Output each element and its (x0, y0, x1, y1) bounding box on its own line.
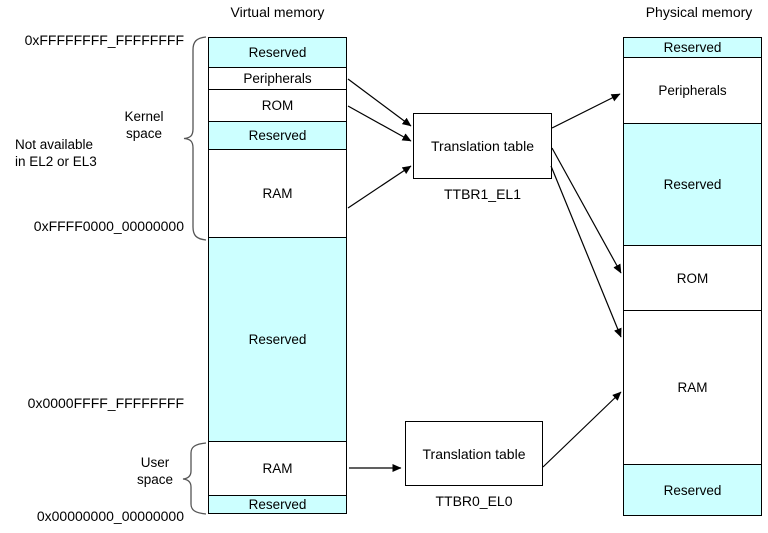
kernel-space-line1: Kernel (124, 109, 164, 124)
arrow-vm-rom-to-ttbr1 (347, 105, 412, 142)
arrow-ttbr1-to-pm-ram (550, 165, 622, 338)
arrow-vm-peripherals-to-ttbr1 (347, 78, 412, 127)
not-available-line1: Not available (15, 137, 94, 152)
arrow-ttbr1-to-pm-peripherals (551, 93, 621, 129)
address-kernel-bottom: 0xFFFF0000_00000000 (33, 218, 184, 234)
vm-section-rom: ROM (209, 90, 346, 122)
user-space-line1: User (140, 455, 170, 470)
vm-section-reserved-large: Reserved (209, 238, 346, 442)
user-space-brace (182, 442, 207, 515)
pm-section-reserved-bottom: Reserved (624, 465, 761, 515)
vm-section-kernel-ram: RAM (209, 150, 346, 238)
kernel-space-brace (183, 36, 207, 241)
address-bottom: 0x00000000_00000000 (36, 508, 184, 524)
address-top: 0xFFFFFFFF_FFFFFFFF (24, 32, 184, 48)
virtual-memory-column: Reserved Peripherals ROM Reserved RAM Re… (208, 37, 347, 514)
physical-memory-column: Reserved Peripherals Reserved ROM RAM Re… (623, 37, 762, 516)
vm-section-reserved-mid: Reserved (209, 122, 346, 150)
not-available-line2: in EL2 or EL3 (15, 154, 97, 169)
user-space-label: User space (125, 454, 185, 488)
arrow-ttbr0-to-pm-ram (542, 391, 622, 468)
pm-section-peripherals: Peripherals (624, 58, 761, 124)
ttbr0-translation-table-box: Translation table (405, 421, 543, 486)
pm-section-reserved-top: Reserved (624, 38, 761, 58)
kernel-space-label: Kernel space (113, 108, 175, 142)
vm-section-user-ram: RAM (209, 442, 346, 496)
ttbr1-register-label: TTBR1_EL1 (443, 186, 522, 202)
vm-section-reserved-bottom: Reserved (209, 496, 346, 513)
kernel-space-line2: space (125, 126, 163, 141)
address-user-top: 0x0000FFFF_FFFFFFFF (27, 395, 184, 411)
pm-section-ram: RAM (624, 311, 761, 465)
physical-memory-title: Physical memory (645, 4, 753, 20)
virtual-memory-title: Virtual memory (230, 4, 325, 20)
arrow-ttbr1-to-pm-rom (551, 147, 622, 274)
user-space-line2: space (136, 472, 174, 487)
vm-section-peripherals: Peripherals (209, 68, 346, 90)
ttbr1-translation-table-box: Translation table (413, 113, 552, 179)
not-available-label: Not available in EL2 or EL3 (15, 136, 115, 170)
pm-section-rom: ROM (624, 246, 761, 311)
vm-section-reserved-top: Reserved (209, 38, 346, 68)
ttbr0-register-label: TTBR0_EL0 (435, 493, 513, 509)
pm-section-reserved-large: Reserved (624, 124, 761, 246)
arrow-vm-kernel-ram-to-ttbr1 (347, 165, 412, 209)
